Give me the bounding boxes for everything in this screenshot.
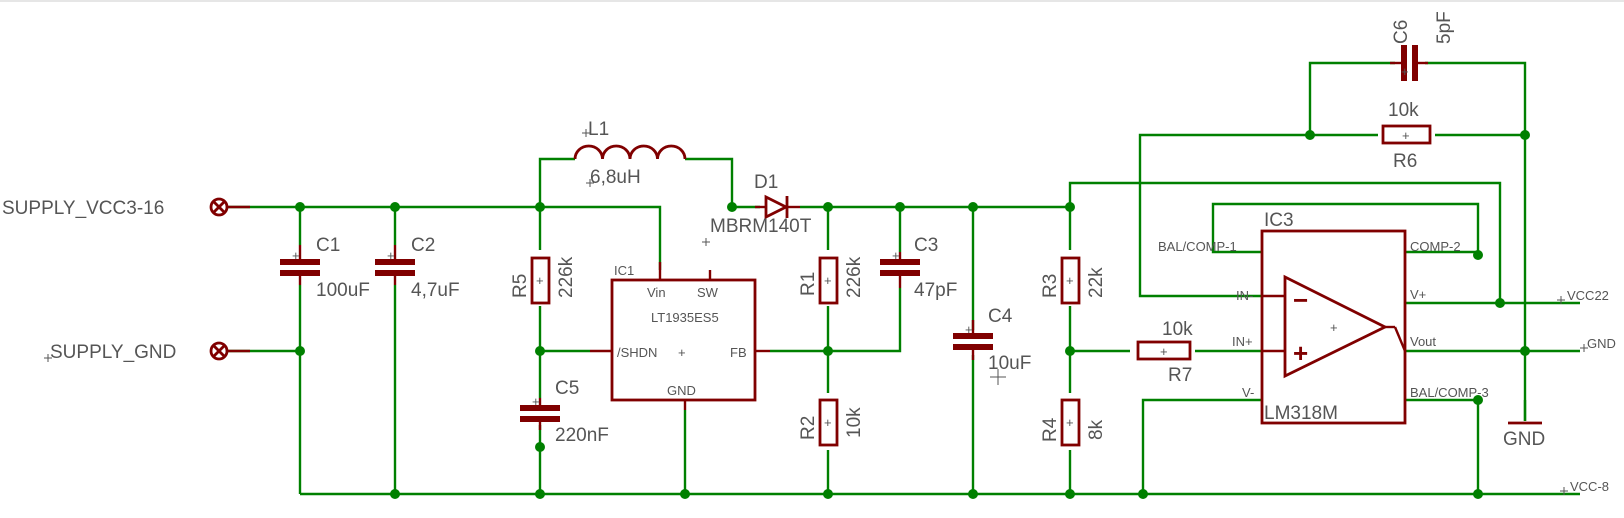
resistor-plus: + [536,273,544,288]
r6-value: 10k [1388,100,1419,121]
ic3-pin-in-minus: IN- [1236,288,1253,303]
ic3-pin-comp2: COMP-2 [1410,239,1461,254]
polarity-plus: + [892,248,900,263]
ic3-pin-vout: Vout [1410,334,1436,349]
opamp-plus: + [1293,338,1308,368]
r6-name: R6 [1393,151,1417,172]
supply-gnd-label: SUPPLY_GND [50,342,176,363]
c1-name: C1 [316,235,340,256]
capacitor-c4: + C4 10uF [953,306,1031,385]
net-gnd-label: GND [1587,336,1616,351]
r1-value: 226k [844,256,865,298]
ic3-pin-in-plus: IN+ [1232,334,1253,349]
junctions [295,130,1530,499]
ic1-origin-plus: + [678,345,686,360]
polarity-plus: + [965,322,973,337]
polarity-plus: + [1401,64,1409,79]
ic1-pin-sw: SW [697,285,719,300]
c2-value: 4,7uF [411,280,460,301]
l1-name: L1 [588,119,609,140]
r2-value: 10k [844,407,865,438]
gnd-symbol-label: GND [1503,429,1545,450]
resistor-r3: + R3 22k [1040,256,1107,305]
capacitor-c2: + C2 4,7uF [375,235,460,301]
inductor-l1: L1 6,8uH [573,119,687,188]
ic1-pin-shdn: /SHDN [617,345,657,360]
gnd-symbol: GND [1503,400,1545,450]
d1-name: D1 [754,172,778,193]
polarity-plus: + [387,248,395,263]
ic1-regulator: IC1 Vin SW LT1935ES5 /SHDN FB GND + [590,262,770,410]
resistor-r2: + R2 10k [798,398,865,447]
capacitor-c1: + C1 100uF [280,235,370,301]
r5-value: 226k [556,256,577,298]
c2-name: C2 [411,235,435,256]
resistor-r1: + R1 226k [798,256,865,305]
diode-d1: D1 MBRM140T [702,172,812,246]
c3-name: C3 [914,235,938,256]
c5-value: 220nF [555,425,609,446]
polarity-plus: + [292,248,300,263]
c4-value: 10uF [988,353,1031,374]
ic1-name: IC1 [614,263,634,278]
supply-vcc-label: SUPPLY_VCC3-16 [2,198,164,219]
resistor-plus: + [1160,344,1168,359]
r5-name: R5 [510,274,531,298]
opamp-minus: − [1293,285,1308,315]
r2-name: R2 [798,416,819,440]
ic3-opamp: − + + IC3 LM318M BAL/COMP-1 COMP-2 IN- I… [1158,210,1489,425]
ic3-pin-bal-comp3: BAL/COMP-3 [1410,385,1489,400]
resistor-r4: + R4 8k [1040,398,1107,447]
ic1-value: LT1935ES5 [651,310,719,325]
ic3-pin-v-minus: V- [1242,385,1254,400]
ic3-value: LM318M [1264,403,1338,424]
r4-value: 8k [1086,419,1107,440]
resistor-plus: + [1402,128,1410,143]
capacitor-c5: + C5 220nF [520,378,609,446]
capacitor-c3: + C3 47pF [880,235,957,301]
resistor-plus: + [824,273,832,288]
c3-value: 47pF [914,280,957,301]
r3-value: 22k [1086,267,1107,298]
resistor-plus: + [1066,415,1074,430]
ic1-pin-fb: FB [730,345,747,360]
r7-name: R7 [1168,365,1192,386]
ic1-pin-gnd: GND [667,383,696,398]
resistor-r6: + 10k R6 [1381,100,1432,172]
c6-name: C6 [1391,20,1412,44]
supply-gnd-connector: SUPPLY_GND [44,341,250,363]
supply-vcc-connector: SUPPLY_VCC3-16 [2,197,250,219]
resistor-plus: + [824,415,832,430]
ic1-pin-vin: Vin [647,285,666,300]
r4-name: R4 [1040,417,1061,442]
net-vcc22-label: VCC22 [1567,288,1609,303]
c1-value: 100uF [316,280,370,301]
capacitor-c6: + C6 5pF [1390,11,1455,81]
c5-name: C5 [555,378,579,399]
resistor-r5: + R5 226k [510,256,577,305]
d1-value: MBRM140T [710,216,812,237]
r7-value: 10k [1162,319,1193,340]
c4-name: C4 [988,306,1013,327]
ic3-pin-v-plus: V+ [1410,287,1426,302]
resistor-plus: + [1066,273,1074,288]
ic3-pin-bal-comp1: BAL/COMP-1 [1158,239,1237,254]
polarity-plus: + [532,394,540,409]
r3-name: R3 [1040,274,1061,298]
resistor-r7: + 10k R7 [1136,319,1193,386]
ic3-name: IC3 [1264,210,1294,231]
r1-name: R1 [798,272,819,296]
ic3-origin-plus: + [1330,320,1338,335]
net-labels: VCC22 GND VCC-8 [1557,288,1616,495]
l1-value: 6,8uH [590,167,641,188]
c6-value: 5pF [1434,11,1455,44]
net-vcc8-label: VCC-8 [1570,479,1609,494]
